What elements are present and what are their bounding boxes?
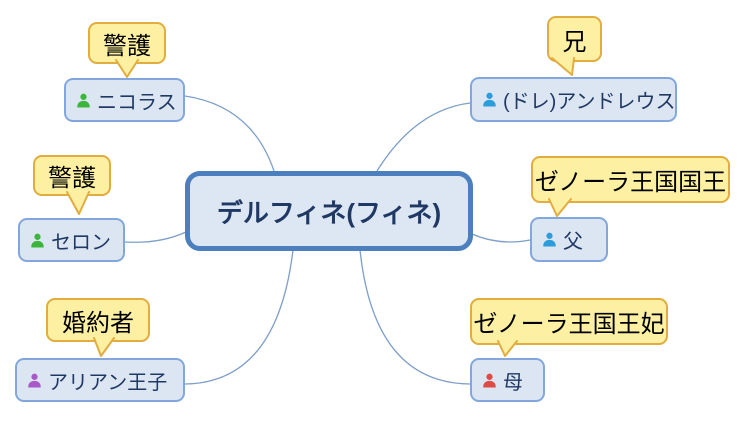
- connector-arian: [184, 249, 294, 385]
- node-label: セロン: [51, 231, 111, 254]
- node-label: ニコラス: [97, 91, 177, 114]
- callout-nicolas-relation[interactable]: 警護: [88, 22, 166, 64]
- center-node-label: デルフィネ(フィネ): [216, 197, 442, 228]
- connector-father: [471, 233, 531, 243]
- node-mother[interactable]: 母: [470, 358, 545, 402]
- callout-label: 警護: [48, 165, 96, 192]
- connector-nicolas: [184, 95, 275, 172]
- callout-label: 婚約者: [62, 309, 134, 337]
- node-father[interactable]: 父: [530, 217, 608, 262]
- person-icon: [483, 373, 496, 387]
- callout-arian-relation[interactable]: 婚約者: [46, 298, 150, 342]
- callout-father-relation[interactable]: ゼノーラ王国国王: [531, 156, 730, 203]
- person-icon: [483, 92, 496, 107]
- person-icon: [543, 232, 556, 247]
- node-andreus[interactable]: (ドレ)アンドレウス: [470, 77, 677, 122]
- center-node-delphine[interactable]: デルフィネ(フィネ): [185, 171, 473, 251]
- connector-mother: [359, 249, 471, 385]
- callout-label: 兄: [562, 28, 587, 56]
- node-label: 父: [563, 231, 583, 253]
- connector-andreus: [376, 102, 471, 172]
- callout-label: ゼノーラ王国国王: [534, 169, 727, 196]
- node-arian-prince[interactable]: アリアン王子: [15, 358, 185, 402]
- node-nicolas[interactable]: ニコラス: [64, 78, 185, 122]
- person-icon: [31, 233, 44, 247]
- person-icon: [77, 93, 90, 107]
- node-label: 母: [503, 371, 523, 394]
- node-theron[interactable]: セロン: [18, 218, 125, 262]
- node-label: アリアン王子: [48, 371, 168, 394]
- callout-label: ゼノーラ王国王妃: [473, 311, 665, 338]
- node-label: (ドレ)アンドレウス: [503, 91, 676, 113]
- callout-mother-relation[interactable]: ゼノーラ王国王妃: [470, 298, 668, 345]
- callout-andreus-relation[interactable]: 兄: [547, 16, 602, 62]
- callout-theron-relation[interactable]: 警護: [33, 155, 111, 196]
- callout-label: 警護: [103, 32, 151, 60]
- person-icon: [28, 373, 41, 387]
- connector-theron: [124, 231, 187, 243]
